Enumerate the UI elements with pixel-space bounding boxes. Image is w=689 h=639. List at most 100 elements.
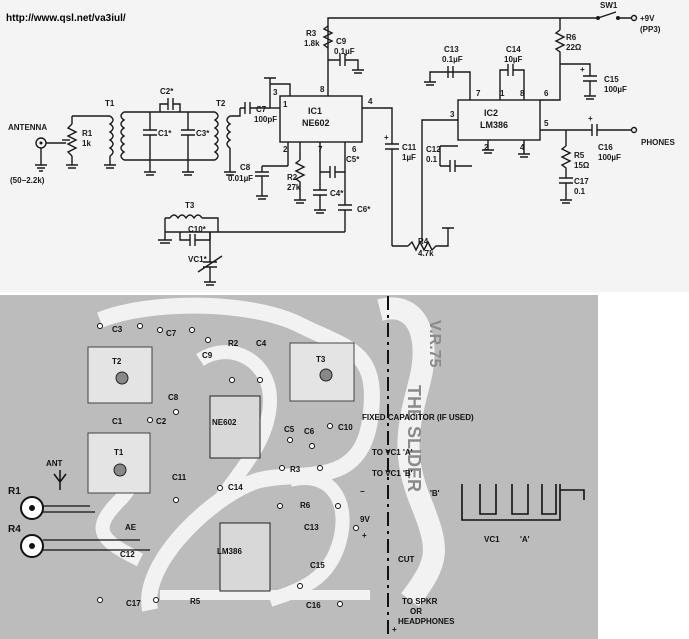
pcb-plus-9v: + — [362, 531, 367, 540]
pcb-r2-label: R2 — [228, 339, 239, 348]
ic1-pin-3: 3 — [273, 88, 278, 97]
vc1-b-label: 'B' — [430, 489, 440, 498]
phones-label: PHONES — [641, 138, 675, 147]
r3-label: R3 — [306, 29, 317, 38]
ic2-part: LM386 — [480, 120, 508, 130]
t2-label: T2 — [216, 99, 226, 108]
pcb-traces — [87, 297, 445, 612]
c14-label: C14 — [506, 45, 521, 54]
pcb-c7-label: C7 — [166, 329, 177, 338]
pad — [97, 597, 103, 603]
osc-ground-icon — [158, 232, 172, 244]
c4-capacitor-icon — [313, 172, 327, 214]
t1-secondary-coil-icon — [120, 111, 126, 161]
r4-resistor-icon — [392, 227, 454, 252]
pcb-c5-label: C5 — [284, 425, 295, 434]
r2-value: 27k — [287, 183, 301, 192]
c15-capacitor-icon — [560, 63, 597, 100]
pcb-antenna-icon — [53, 470, 67, 490]
c3-capacitor-icon — [181, 112, 195, 160]
pad — [229, 377, 235, 383]
sw1-contact-a-icon — [596, 16, 600, 20]
ic2-box — [457, 99, 541, 141]
pad — [317, 465, 323, 471]
t3-label: T3 — [185, 201, 195, 210]
pcb-minus-9v: − — [360, 487, 365, 496]
r6-resistor-icon — [540, 18, 566, 101]
pcb-t2-slug-icon — [115, 371, 129, 385]
pcb-c14-label: C14 — [228, 483, 243, 492]
ic1-pin-6: 6 — [352, 145, 357, 154]
pad — [205, 337, 211, 343]
c3-label: C3* — [196, 129, 210, 138]
pcb-r5-label: R5 — [190, 597, 201, 606]
c8-label: C8 — [240, 163, 251, 172]
pcb-ne602-label: NE602 — [212, 418, 237, 427]
c11-capacitor-icon — [362, 107, 399, 246]
antenna-jack-center-icon — [39, 141, 43, 145]
t2-ground-icon — [224, 148, 236, 176]
r2-resistor-icon — [294, 142, 306, 204]
ic2-pin-8: 8 — [520, 89, 525, 98]
pad — [147, 417, 153, 423]
pcb-t1-box — [87, 432, 151, 494]
t2-primary-coil-icon — [213, 111, 219, 161]
c4-label: C4* — [330, 189, 344, 198]
pcb-pot-wires — [43, 505, 150, 551]
t1-label: T1 — [105, 99, 115, 108]
pcb-c1-label: C1 — [112, 417, 123, 426]
vc1-label: VC1* — [188, 255, 208, 264]
c7-value: 100pF — [254, 115, 277, 124]
c13-label: C13 — [444, 45, 459, 54]
phones-terminal-icon — [630, 126, 638, 134]
c17-label: C17 — [574, 177, 589, 186]
trace-slider — [377, 297, 445, 607]
pcb-c9-label: C9 — [202, 351, 213, 360]
ic2-pin-4: 4 — [520, 143, 525, 152]
ic1-pin3-ground — [264, 77, 291, 108]
wire-r4-ic2 — [421, 119, 458, 236]
schematic: ANTENNA (50−2.2k) R1 1k T1 C1* C2* C3* T… — [8, 1, 675, 286]
c6-label: C6* — [357, 205, 371, 214]
vc1-name-label: VC1 — [484, 535, 500, 544]
ic2-pin-2: 2 — [484, 143, 489, 152]
c10-capacitor-icon — [179, 232, 211, 246]
c7-capacitor-icon — [230, 102, 270, 117]
pcb-mirror-text2-group: V.R.75 — [426, 320, 443, 368]
c11-label: C11 — [402, 143, 417, 152]
pcb-to-vc1-b: TO VC1 'B' — [372, 469, 413, 478]
pcb-9v-label: 9V — [360, 515, 370, 524]
t2-secondary-coil-icon — [226, 115, 232, 149]
ic2-pin-7: 7 — [476, 89, 481, 98]
c12-value: 0.1 — [426, 155, 438, 164]
r6-label: R6 — [566, 33, 577, 42]
c7-label: C7 — [256, 105, 267, 114]
pcb-r3-label: R3 — [290, 465, 301, 474]
supply-terminal-icon — [630, 14, 638, 22]
pcb-pads — [97, 323, 359, 607]
pcb-ne602-chip — [209, 395, 261, 459]
c13-capacitor-icon — [424, 66, 471, 100]
pcb-ant-label: ANT — [46, 459, 63, 468]
wire-ic1-supply — [327, 17, 430, 96]
c2-label: C2* — [160, 87, 174, 96]
pad — [279, 465, 285, 471]
source-url: http://www.qsl.net/va3iul/ — [6, 13, 126, 24]
r6-value: 22Ω — [566, 43, 582, 52]
ic1-pin-8: 8 — [320, 85, 325, 94]
pcb-t2-label: T2 — [112, 357, 122, 366]
t1-primary-coil-icon — [108, 115, 114, 157]
pcb-plus-out: + — [392, 625, 397, 634]
pad — [337, 601, 343, 607]
r5-value: 15Ω — [574, 161, 590, 170]
pad — [137, 323, 143, 329]
pcb-c8-label: C8 — [168, 393, 179, 402]
sw1-contact-b-icon — [616, 16, 620, 20]
c15-plus: + — [580, 65, 585, 74]
wire-r1 — [66, 116, 78, 169]
r3-value: 1.8k — [304, 39, 320, 48]
ic1-label: IC1 — [308, 106, 322, 116]
sw1-label: SW1 — [600, 1, 618, 10]
